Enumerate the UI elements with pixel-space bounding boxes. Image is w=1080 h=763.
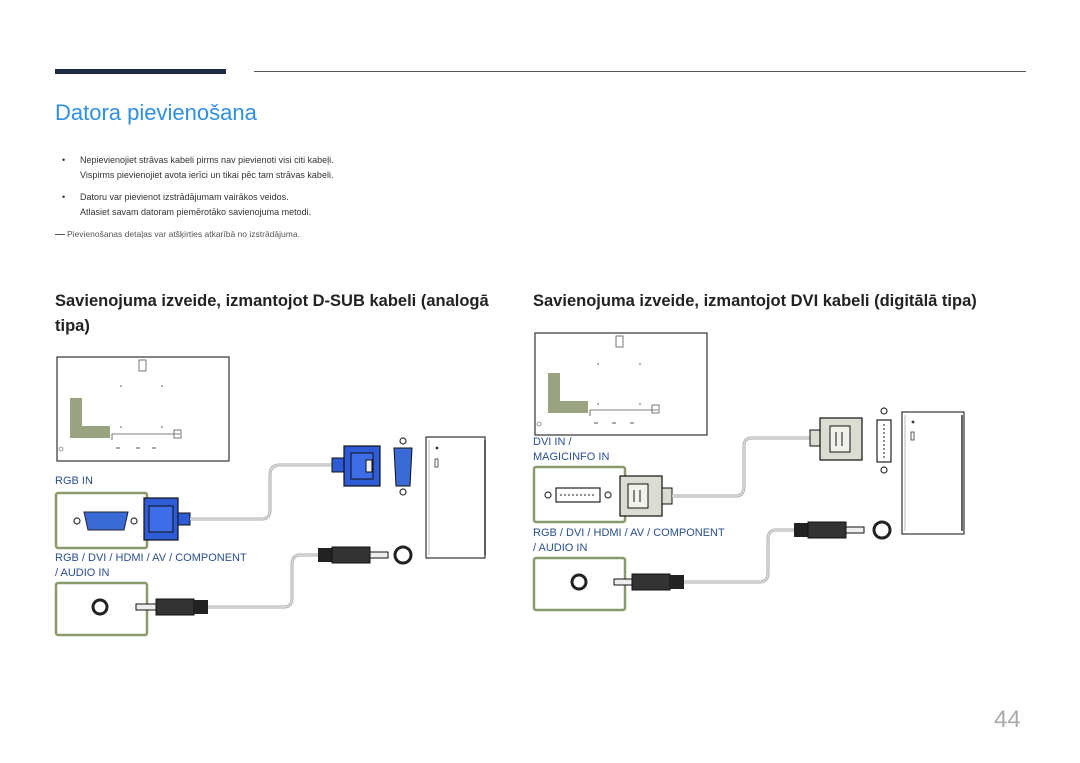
bullet-line: Atlasiet savam datoram piemērotāko savie…: [80, 207, 312, 217]
label-audio-right-2: / AUDIO IN: [533, 542, 588, 554]
pc-tower-right: [901, 411, 965, 535]
bullet-item: • Datoru var pievienot izstrādājumam vai…: [62, 190, 334, 220]
dvi-plug-pc: [809, 417, 863, 461]
rgb-in-port: [54, 491, 149, 550]
page-title: Datora pievienošana: [55, 100, 257, 125]
page-number: 44: [994, 706, 1021, 733]
label-rgb-in: RGB IN: [55, 475, 93, 487]
section-title-dsub: Savienojuma izveide, izmantojot D-SUB ka…: [55, 292, 489, 335]
dvi-plug-monitor: [619, 475, 673, 517]
label-audio-left-1: RGB / DVI / HDMI / AV / COMPONENT: [55, 552, 247, 564]
note-dash: [55, 234, 65, 236]
label-audio-left-2: / AUDIO IN: [55, 567, 110, 579]
bullet-line: Vispirms pievienojiet avota ierīci un ti…: [80, 170, 334, 180]
section-title-dvi: Savienojuma izveide, izmantojot DVI kabe…: [533, 292, 977, 310]
monitor-back-panel-right: [534, 332, 708, 436]
monitor-back-panel-left: [56, 356, 230, 462]
audio-plug-monitor-left: [135, 598, 208, 616]
pc-dvi-port: [876, 407, 892, 474]
note: Pievienošanas detaļas var atšķirties atk…: [55, 229, 300, 239]
pc-audio-port-right: [872, 520, 892, 540]
header-rule: [254, 71, 1026, 72]
label-dvi-in-2: MAGICINFO IN: [533, 451, 610, 463]
audio-plug-pc-right: [794, 521, 865, 539]
bullet-list: • Nepievienojiet strāvas kabeli pirms na…: [62, 153, 334, 227]
pc-audio-port-left: [393, 545, 413, 565]
bullet-dot: •: [62, 155, 66, 165]
dvi-in-port: [532, 465, 627, 524]
header-accent-bar: [55, 69, 226, 74]
pc-vga-port: [393, 437, 413, 496]
audio-in-port-left: [54, 581, 149, 637]
vga-plug-monitor: [143, 497, 191, 541]
bullet-item: • Nepievienojiet strāvas kabeli pirms na…: [62, 153, 334, 183]
label-audio-right-1: RGB / DVI / HDMI / AV / COMPONENT: [533, 527, 725, 539]
pc-tower-left: [425, 436, 486, 559]
label-dvi-in-1: DVI IN /: [533, 436, 572, 448]
bullet-line: Nepievienojiet strāvas kabeli pirms nav …: [80, 155, 334, 165]
bullet-dot: •: [62, 192, 66, 202]
vga-plug-pc: [331, 445, 381, 487]
audio-in-port-right: [532, 556, 627, 612]
audio-plug-pc-left: [318, 546, 389, 564]
note-text: Pievienošanas detaļas var atšķirties atk…: [67, 229, 300, 239]
bullet-line: Datoru var pievienot izstrādājumam vairā…: [80, 192, 289, 202]
audio-plug-monitor-right: [613, 573, 684, 591]
